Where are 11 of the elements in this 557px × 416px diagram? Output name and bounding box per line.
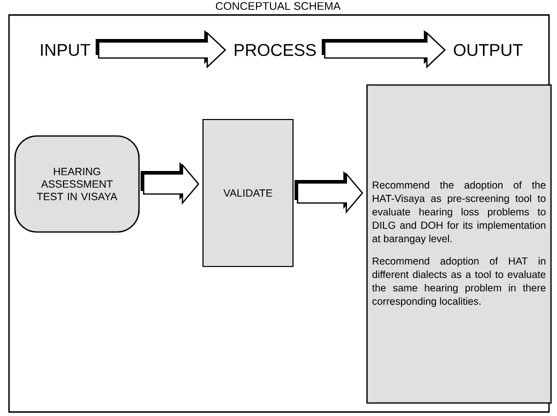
output-box: Recommend the adoption of the HAT-Visaya as pre-screening tool to evaluate hearing loss problems to DILG and DOH for its implementation at barangay level. Recommend adoption of HAT in different dialects as a tool to evaluate the same hearing problem in there corresponding localities.: [366, 84, 552, 404]
block-arrow: [96, 30, 226, 69]
block-arrow: [322, 30, 446, 69]
stage-heading: INPUT: [41, 44, 90, 56]
stage-heading: PROCESS: [234, 44, 316, 56]
title: CONCEPTUAL SCHEMA: [214, 1, 342, 11]
rounded-box: HEARING ASSESSMENT TEST IN VISAYA: [14, 135, 140, 233]
stage-heading: OUTPUT: [454, 44, 523, 56]
process-box: VALIDATE: [202, 118, 294, 268]
block-arrow: [294, 171, 364, 214]
block-arrow: [140, 162, 200, 205]
